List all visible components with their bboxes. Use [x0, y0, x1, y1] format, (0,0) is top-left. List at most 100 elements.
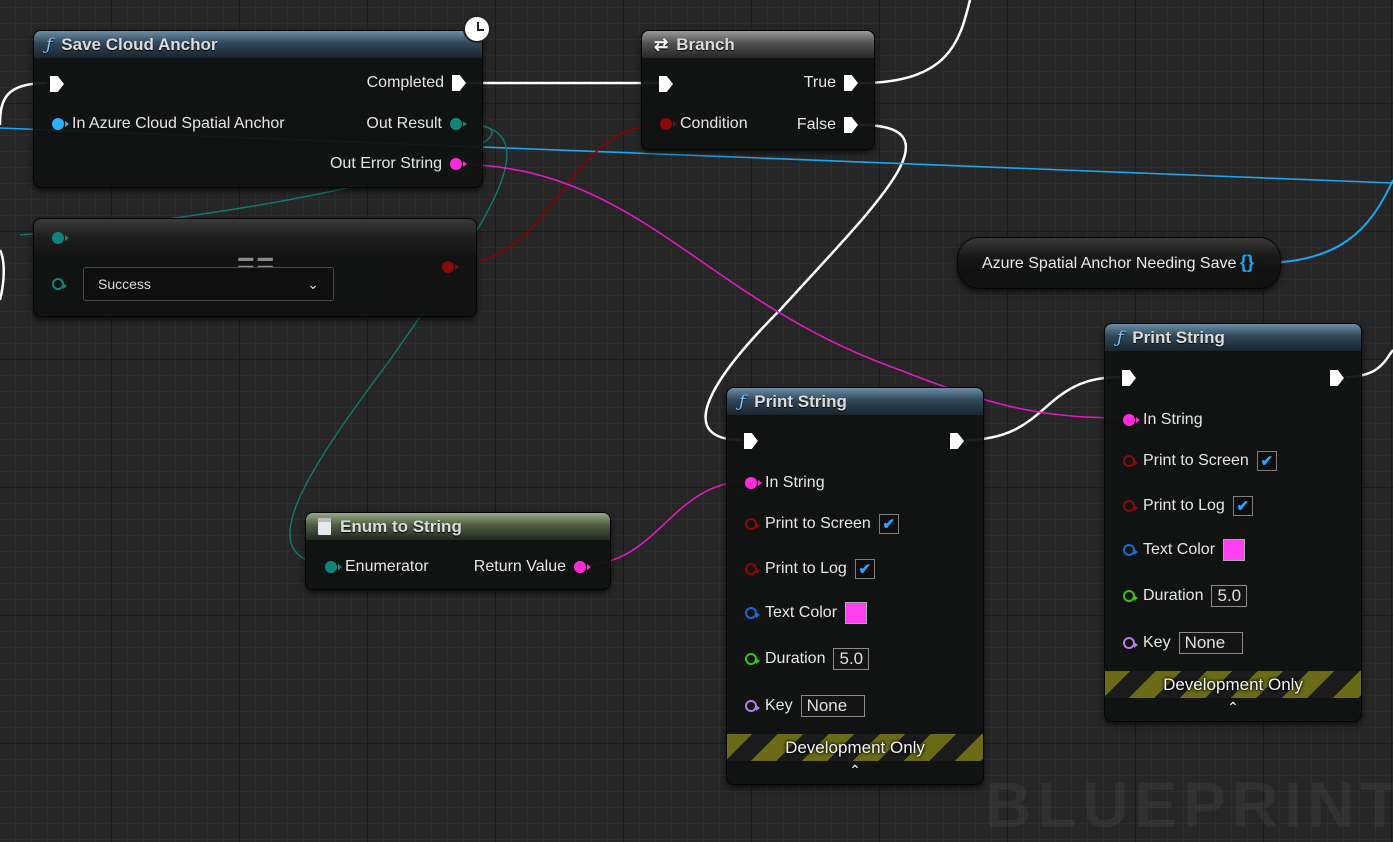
out-error-string-pin[interactable]: Out Error String — [322, 155, 467, 173]
enum-pin-icon[interactable] — [52, 278, 67, 290]
return-value-pin[interactable]: Return Value — [466, 558, 591, 576]
equal-output-pin[interactable] — [442, 261, 459, 273]
completed-pin[interactable]: Completed — [359, 74, 466, 92]
enum-pin-icon[interactable] — [450, 118, 467, 130]
exec-pin-icon[interactable] — [844, 75, 858, 91]
exec-wire-true — [859, 0, 972, 85]
pin-label: Duration — [765, 650, 826, 667]
development-only-label: Development Only — [785, 737, 925, 757]
print-string-node-1[interactable]: ƒ Print String In String Print to Screen… — [726, 387, 984, 785]
node-title: Branch — [676, 34, 735, 54]
string-pin-icon[interactable] — [574, 561, 591, 573]
anchor-variable-node[interactable]: Azure Spatial Anchor Needing Save {} — [957, 237, 1281, 289]
exec-in-pin[interactable] — [50, 76, 64, 92]
print-to-screen-checkbox[interactable]: ✔ — [878, 514, 899, 534]
exec-in-pin[interactable] — [1122, 370, 1136, 386]
duration-pin[interactable]: Duration 5.0 — [745, 648, 870, 670]
string-pin-icon[interactable] — [745, 477, 762, 489]
duration-pin[interactable]: Duration 5.0 — [1123, 585, 1248, 607]
text-color-pin[interactable]: Text Color — [1123, 539, 1246, 561]
pin-label: Out Result — [366, 115, 442, 132]
in-string-pin[interactable]: In String — [745, 474, 833, 492]
pin-label: Completed — [366, 74, 444, 91]
name-pin-icon[interactable] — [1123, 637, 1138, 649]
clock-icon — [463, 15, 491, 43]
bool-pin-icon[interactable] — [745, 518, 760, 530]
print-to-log-pin[interactable]: Print to Log ✔ — [745, 559, 875, 579]
enumerator-pin[interactable]: Enumerator — [325, 558, 437, 576]
name-pin-icon[interactable] — [745, 700, 760, 712]
exec-pin-icon[interactable] — [844, 117, 858, 133]
print-to-screen-checkbox[interactable]: ✔ — [1256, 451, 1277, 471]
exec-pin-icon[interactable] — [452, 75, 466, 91]
key-pin[interactable]: Key None — [1123, 632, 1243, 654]
pin-label: Print to Log — [1143, 497, 1225, 514]
string-pin-icon[interactable] — [450, 158, 467, 170]
equal-input-b-pin[interactable] — [52, 278, 67, 290]
print-to-screen-pin[interactable]: Print to Screen ✔ — [745, 514, 899, 534]
text-color-swatch[interactable] — [845, 602, 868, 624]
branch-node[interactable]: ⇄ Branch Condition True False — [641, 30, 875, 150]
bool-pin-icon[interactable] — [442, 261, 459, 273]
exec-pin-icon[interactable] — [50, 76, 64, 92]
enum-value-dropdown[interactable]: Success ⌄ — [83, 267, 334, 301]
print-to-log-pin[interactable]: Print to Log ✔ — [1123, 496, 1253, 516]
exec-pin-icon[interactable] — [1330, 370, 1344, 386]
in-string-pin[interactable]: In String — [1123, 411, 1211, 429]
print-to-screen-pin[interactable]: Print to Screen ✔ — [1123, 451, 1277, 471]
struct-pin-icon[interactable] — [52, 118, 69, 130]
float-pin-icon[interactable] — [745, 653, 760, 665]
exec-pin-icon[interactable] — [950, 433, 964, 449]
development-only-banner: Development Only — [1105, 671, 1361, 698]
duration-field[interactable]: 5.0 — [833, 648, 870, 670]
node-header[interactable]: ƒ Print String — [727, 388, 983, 415]
bool-pin-icon[interactable] — [1123, 500, 1138, 512]
enum-to-string-node[interactable]: Enum to String Enumerator Return Value — [305, 512, 611, 590]
chevron-up-icon[interactable]: ⌃ — [849, 762, 861, 778]
exec-in-pin[interactable] — [659, 76, 673, 92]
pin-label: Text Color — [1143, 541, 1216, 558]
float-pin-icon[interactable] — [1123, 590, 1138, 602]
out-result-pin[interactable]: Out Result — [358, 115, 467, 133]
node-header[interactable]: ƒ Print String — [1105, 324, 1361, 351]
string-pin-icon[interactable] — [1123, 414, 1140, 426]
key-field[interactable]: None — [1178, 632, 1243, 654]
equal-enum-node[interactable]: == Success ⌄ — [33, 218, 477, 317]
node-header[interactable]: ƒ Save Cloud Anchor — [34, 31, 482, 58]
text-color-pin[interactable]: Text Color — [745, 602, 868, 624]
print-string-node-2[interactable]: ƒ Print String In String Print to Screen… — [1104, 323, 1362, 722]
node-header[interactable]: ⇄ Branch — [642, 31, 874, 58]
print-to-log-checkbox[interactable]: ✔ — [1232, 496, 1253, 516]
exec-out-pin[interactable] — [1330, 370, 1344, 386]
chevron-up-icon[interactable]: ⌃ — [1227, 699, 1239, 715]
equal-input-a-pin[interactable] — [52, 232, 69, 244]
struct-pin-icon[interactable] — [1123, 544, 1138, 556]
pin-label: Key — [1143, 634, 1171, 651]
exec-pin-icon[interactable] — [659, 76, 673, 92]
condition-pin[interactable]: Condition — [660, 115, 756, 133]
save-cloud-anchor-node[interactable]: ƒ Save Cloud Anchor In Azure Cloud Spati… — [33, 30, 483, 188]
text-color-swatch[interactable] — [1223, 539, 1246, 561]
bool-pin-icon[interactable] — [745, 563, 760, 575]
false-pin[interactable]: False — [789, 116, 858, 134]
exec-pin-icon[interactable] — [1122, 370, 1136, 386]
key-pin[interactable]: Key None — [745, 695, 865, 717]
chevron-down-icon: ⌄ — [307, 275, 319, 292]
true-pin[interactable]: True — [796, 74, 858, 92]
exec-in-pin[interactable] — [744, 433, 758, 449]
enum-pin-icon[interactable] — [325, 561, 342, 573]
development-only-label: Development Only — [1163, 674, 1303, 694]
key-field[interactable]: None — [800, 695, 865, 717]
bool-pin-icon[interactable] — [660, 118, 677, 130]
bool-pin-icon[interactable] — [1123, 455, 1138, 467]
exec-pin-icon[interactable] — [744, 433, 758, 449]
enum-pin-icon[interactable] — [52, 232, 69, 244]
struct-pin-icon[interactable]: {} — [1240, 252, 1255, 272]
exec-out-pin[interactable] — [950, 433, 964, 449]
equal-to-condition-wire — [446, 123, 666, 267]
duration-field[interactable]: 5.0 — [1211, 585, 1248, 607]
struct-pin-icon[interactable] — [745, 607, 760, 619]
in-anchor-pin[interactable]: In Azure Cloud Spatial Anchor — [52, 115, 293, 133]
print-to-log-checkbox[interactable]: ✔ — [854, 559, 875, 579]
node-header[interactable]: Enum to String — [306, 513, 610, 540]
